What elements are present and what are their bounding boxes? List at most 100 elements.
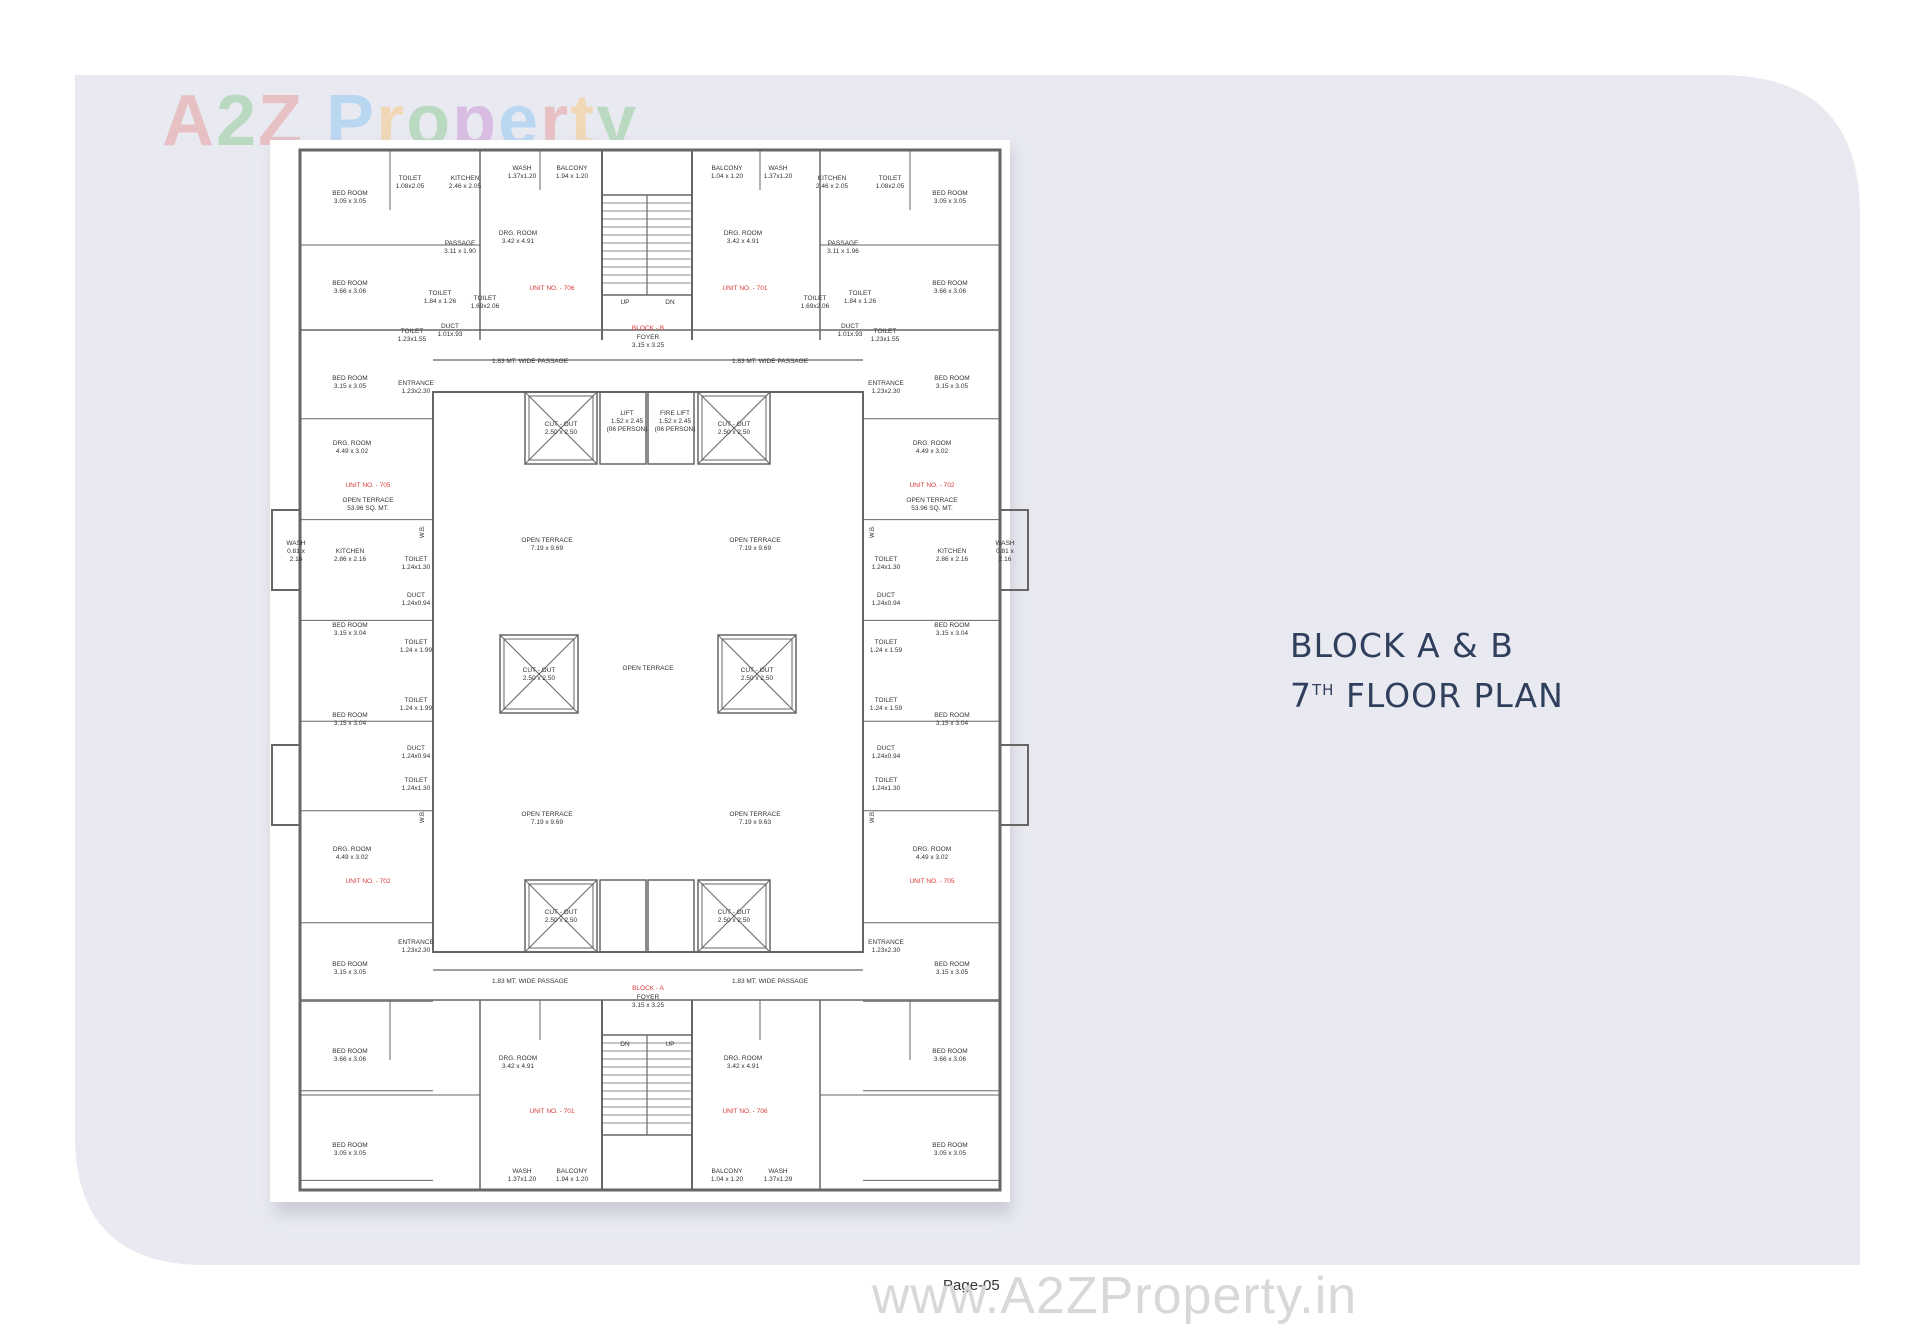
room-label-line: PASSAGE — [828, 240, 859, 247]
room-label-line: KITCHEN — [336, 548, 365, 555]
wall — [271, 744, 301, 826]
room-label-line: 1.94 x 1.20 — [556, 1176, 589, 1183]
room-label-line: ENTRANCE — [868, 380, 904, 387]
room-label-line: 3.42 x 4.91 — [727, 1063, 760, 1070]
title-line-2: 7TH FLOOR PLAN — [1290, 668, 1564, 718]
room-label-line: 1.83 MT. WIDE PASSAGE — [492, 978, 569, 985]
room-label-line: LIFT — [620, 410, 633, 417]
room-label-line: 1.24x1.30 — [872, 564, 901, 571]
room-label-line: 1.83 MT. WIDE PASSAGE — [732, 358, 809, 365]
room-label-line: DRG. ROOM — [499, 230, 537, 237]
room-label-line: 2.50 x 2.50 — [718, 917, 751, 924]
wall — [721, 638, 793, 710]
room-label-line: DUCT — [407, 745, 425, 752]
room-label-line: BED ROOM — [332, 1142, 367, 1149]
block-name: BLOCK - B — [632, 325, 664, 332]
room-label-line: CUT - OUT — [741, 667, 774, 674]
room-label-line: TOILET — [399, 175, 422, 182]
wall — [999, 744, 1029, 826]
room-label-line: DRG. ROOM — [499, 1055, 537, 1062]
room-label-line: BALCONY — [711, 1168, 743, 1175]
room-label-line: BED ROOM — [932, 1048, 967, 1055]
room-label-line: 2.46 x 2.05 — [449, 183, 482, 190]
room-label-line: 3.15 x 3.04 — [936, 630, 969, 637]
room-label-line: UNIT NO. - 706 — [529, 285, 574, 292]
room-label-line: 1.37x1.20 — [508, 1176, 537, 1183]
room-label-line: 1.24 x 1.99 — [400, 647, 433, 654]
room-label-line: TOILET — [405, 639, 428, 646]
room-label-line: BED ROOM — [332, 961, 367, 968]
room-label-line: 1.37x1.20 — [764, 173, 793, 180]
stair-label: DN — [665, 299, 675, 306]
room-label-line: TOILET — [405, 777, 428, 784]
room-label-line: 1.24 x 1.99 — [400, 705, 433, 712]
room-label-line: 1.83 MT. WIDE PASSAGE — [492, 358, 569, 365]
room-label-line: 3.11 x 1.96 — [827, 248, 859, 255]
room-label-line: BED ROOM — [332, 712, 367, 719]
room-label-line: 3.42 x 4.91 — [727, 238, 760, 245]
block-name: BLOCK - A — [632, 985, 664, 992]
wall — [697, 879, 771, 953]
wall — [599, 391, 647, 465]
room-label-line: FIRE LIFT — [660, 410, 690, 417]
room-label-line: TOILET — [875, 556, 898, 563]
room-label-line: 3.15 x 3.05 — [936, 969, 969, 976]
room-label-line: 1.52 x 2.45 — [659, 418, 692, 425]
room-label-line: BED ROOM — [932, 190, 967, 197]
room-label-line: UNIT NO. - 705 — [909, 878, 954, 885]
title-floor-number: 7 — [1290, 676, 1312, 715]
room-label-line: UNIT NO. - 701 — [722, 285, 767, 292]
room-label-line: TOILET — [875, 697, 898, 704]
wall — [528, 395, 594, 461]
room-label-line: BED ROOM — [934, 961, 969, 968]
room-label-line: 1.23x2.30 — [872, 947, 901, 954]
plan-title: BLOCK A & B 7TH FLOOR PLAN — [1290, 624, 1564, 718]
room-label-line: WASH — [512, 165, 532, 172]
room-label-line: BALCONY — [556, 1168, 588, 1175]
room-label-line: KITCHEN — [451, 175, 480, 182]
room-label-line: CUT - OUT — [718, 909, 751, 916]
room-label-line: BED ROOM — [332, 375, 367, 382]
room-label-line: 3.15 x 3.05 — [936, 383, 969, 390]
title-floor-suffix: TH — [1312, 681, 1335, 699]
wall — [499, 634, 579, 714]
room-label-line: 1.23x2.30 — [872, 388, 901, 395]
room-label-line: TOILET — [849, 290, 872, 297]
title-line-1: BLOCK A & B — [1290, 626, 1514, 665]
room-label-line: ENTRANCE — [398, 939, 434, 946]
room-label-line: UP — [620, 299, 629, 306]
wall — [524, 879, 598, 953]
passage-label: 1.83 MT. WIDE PASSAGE — [492, 358, 569, 365]
room-label-line: UNIT NO. - 702 — [909, 482, 954, 489]
wall — [697, 391, 771, 465]
stair-label: UP — [620, 299, 629, 306]
room-label-line: DRG. ROOM — [724, 230, 762, 237]
room-label-line: DUCT — [441, 323, 459, 330]
room-label-line: UNIT NO. - 701 — [529, 1108, 574, 1115]
room-label-line: TOILET — [804, 295, 827, 302]
wall — [701, 395, 767, 461]
room-label-line: 2.86 x 2.16 — [334, 556, 367, 563]
